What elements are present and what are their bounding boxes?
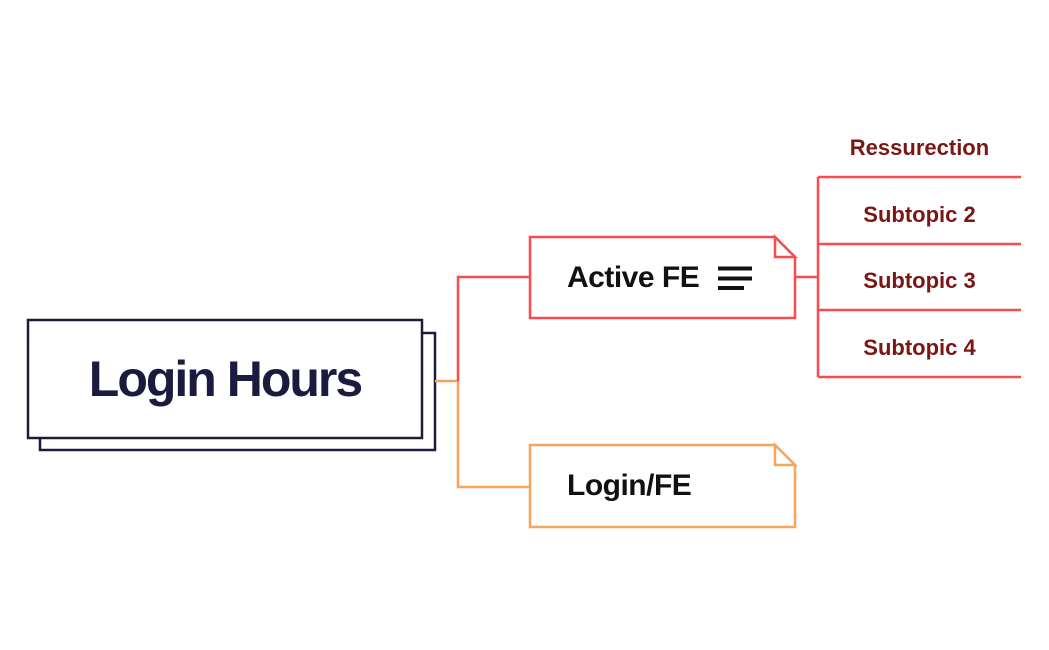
subtopic-2[interactable]: Subtopic 2 — [863, 202, 976, 227]
root-node-box[interactable] — [26, 318, 424, 440]
subtopic-4[interactable]: Subtopic 4 — [863, 335, 976, 360]
subtopic-3[interactable]: Subtopic 3 — [863, 268, 976, 293]
root-node-label[interactable]: Login Hours — [88, 351, 363, 407]
login-fe-node-label: Login/FE — [567, 469, 692, 502]
active-fe-folded-corner — [773, 233, 799, 259]
login-fe-folded-corner — [773, 441, 799, 467]
login-fe-node-box[interactable] — [528, 443, 797, 529]
login-fe-node[interactable]: Login/FE — [530, 445, 795, 527]
connector-root-to-login-fe — [435, 379, 530, 489]
subtopic-ressurection[interactable]: Ressurection — [849, 135, 990, 160]
active-fe-node-box[interactable] — [528, 235, 797, 320]
notes-icon[interactable] — [717, 266, 753, 290]
active-fe-node[interactable]: Active FE — [530, 237, 795, 318]
connector-root-to-active-fe — [456, 275, 530, 381]
active-fe-node-label: Active FE — [567, 260, 700, 294]
